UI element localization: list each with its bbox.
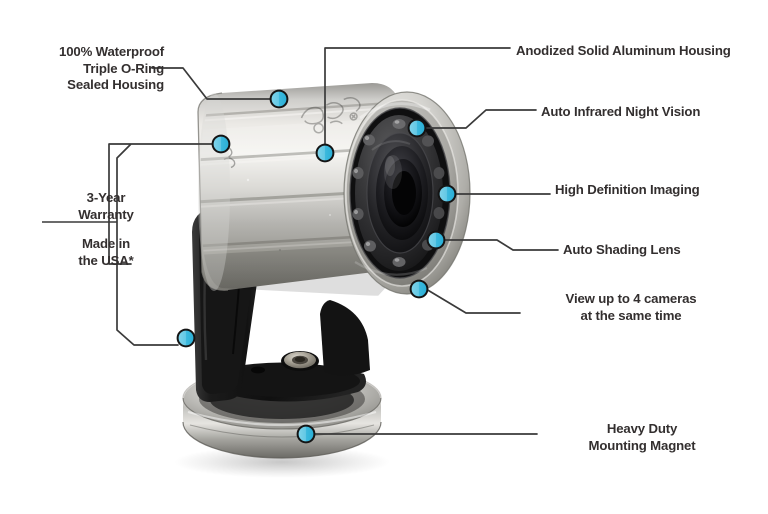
callout-label-waterproof: 100% Waterproof Triple O-Ring Sealed Hou… bbox=[59, 44, 164, 92]
leader-waterproof bbox=[151, 67, 273, 100]
callout-dot-night-vision[interactable] bbox=[407, 118, 427, 138]
callout-label-mounting-magnet: Heavy Duty Mounting Magnet bbox=[588, 421, 696, 453]
callout-dots bbox=[176, 89, 457, 444]
lens-aperture bbox=[392, 171, 416, 215]
callout-label-shading-lens: Auto Shading Lens bbox=[563, 242, 681, 257]
callout-label-view-four-cameras: View up to 4 cameras at the same time bbox=[565, 291, 697, 323]
leader-warranty-bracket bbox=[108, 143, 215, 346]
callout-label-night-vision: Auto Infrared Night Vision bbox=[541, 104, 701, 119]
callout-label-made-in-usa: Made in the USA* bbox=[78, 236, 134, 268]
callout-label-anodized-housing: Anodized Solid Aluminum Housing bbox=[516, 43, 731, 58]
callout-dot-hd-imaging[interactable] bbox=[437, 184, 457, 204]
leader-night-vision bbox=[423, 109, 537, 129]
callout-dot-anodized[interactable] bbox=[315, 143, 335, 163]
callout-dot-magnet[interactable] bbox=[296, 424, 316, 444]
leader-anodized bbox=[324, 47, 511, 147]
callout-dot-shading-lens[interactable] bbox=[426, 230, 446, 250]
callout-dot-waterproof[interactable] bbox=[269, 89, 289, 109]
callout-dot-warranty-lower[interactable] bbox=[176, 328, 196, 348]
callout-label-warranty: 3-Year Warranty bbox=[78, 190, 134, 222]
leader-shading-lens bbox=[442, 239, 559, 251]
ir-led-ring bbox=[352, 119, 445, 267]
callout-label-hd-imaging: High Definition Imaging bbox=[555, 182, 700, 197]
leader-view-four bbox=[425, 288, 521, 314]
leader-lines bbox=[108, 47, 559, 435]
callout-dot-warranty-upper[interactable] bbox=[211, 134, 231, 154]
ground-shadow bbox=[174, 446, 390, 478]
callout-dot-view-four[interactable] bbox=[409, 279, 429, 299]
